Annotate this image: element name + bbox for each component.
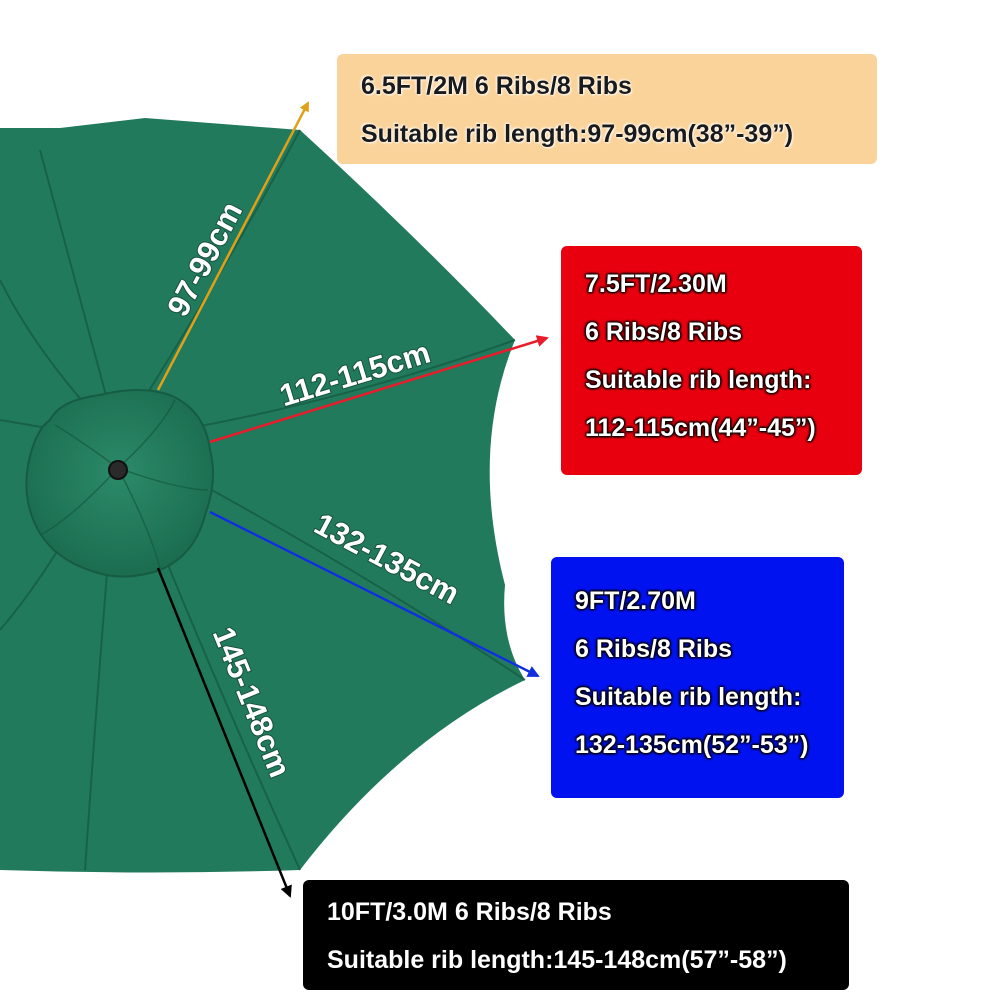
size-box-10ft: 10FT/3.0M 6 Ribs/8 Ribs Suitable rib len… — [303, 880, 849, 990]
box-3-line-4: 132-135cm(52”-53”) — [575, 731, 809, 759]
size-box-7-5ft: 7.5FT/2.30M 6 Ribs/8 Ribs Suitable rib l… — [561, 246, 862, 475]
rib-arrow-red — [209, 335, 549, 444]
box-2-line-2: 6 Ribs/8 Ribs — [585, 318, 742, 346]
hub-finial — [108, 460, 128, 480]
box-3-line-3: Suitable rib length: — [575, 683, 802, 711]
umbrella-canopy — [0, 118, 525, 873]
rib-arrow-orange — [156, 101, 310, 391]
umbrella-hub — [25, 389, 214, 578]
box-3-line-1: 9FT/2.70M — [575, 587, 696, 615]
box-2-line-1: 7.5FT/2.30M — [585, 270, 727, 298]
size-box-9ft: 9FT/2.70M 6 Ribs/8 Ribs Suitable rib len… — [551, 557, 844, 798]
box-4-line-1: 10FT/3.0M 6 Ribs/8 Ribs — [327, 898, 612, 926]
box-3-line-2: 6 Ribs/8 Ribs — [575, 635, 732, 663]
size-box-6-5ft: 6.5FT/2M 6 Ribs/8 Ribs Suitable rib leng… — [337, 54, 877, 164]
box-1-line-1: 6.5FT/2M 6 Ribs/8 Ribs — [361, 72, 632, 100]
rib-arrow-blue — [209, 510, 540, 678]
box-4-line-2: Suitable rib length:145-148cm(57”-58”) — [327, 946, 787, 974]
box-1-line-2: Suitable rib length:97-99cm(38”-39”) — [361, 120, 794, 148]
rib-arrow-black — [156, 567, 292, 898]
box-2-line-3: Suitable rib length: — [585, 366, 812, 394]
box-2-line-4: 112-115cm(44”-45”) — [585, 414, 816, 442]
